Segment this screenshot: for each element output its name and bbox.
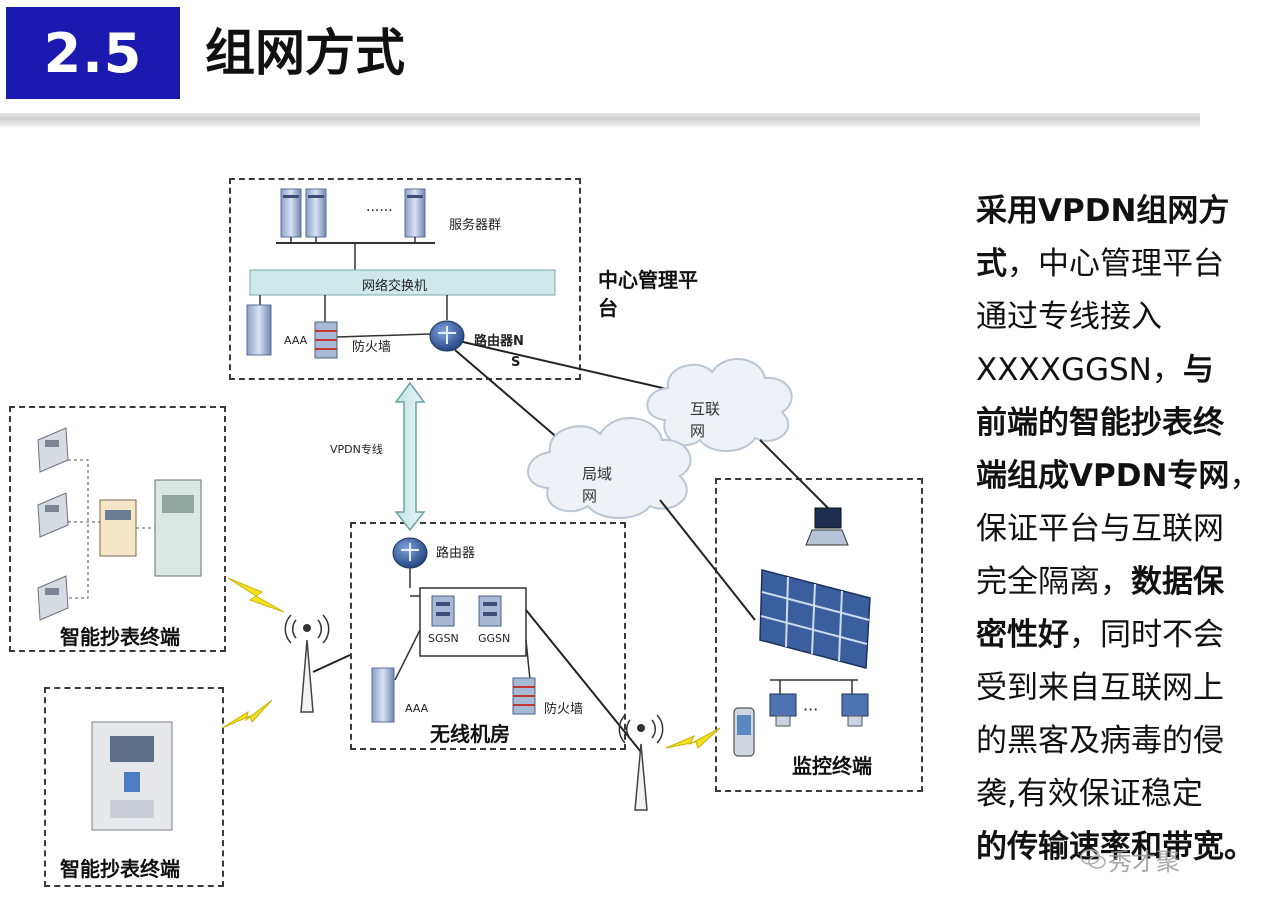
sgsn-label: SGSN [428,632,459,645]
section-number: 2.5 [43,21,143,85]
room-router-icon [392,537,428,569]
monitor-workstation-icon [769,693,869,727]
internet-cloud-icon [646,358,793,452]
center-platform-box [229,178,581,380]
description-line: 端组成VPDN专网， [976,450,1276,503]
description-segment: XXXXGGSN， [976,352,1183,388]
description-segment: 袭,有效保证稳定 [976,776,1203,812]
description-line: XXXXGGSN，与 [976,344,1276,397]
description-segment: 端组成VPDN专网 [976,458,1230,494]
description-segment: 密性好 [976,617,1069,653]
description-segment: 与 [1182,352,1214,388]
router-icon [429,320,465,352]
vpdn-line-arrow [394,381,426,532]
wireless-room-label: 无线机房 [430,722,510,746]
switch-label: 网络交换机 [362,279,428,294]
description-line: 采用VPDN组网方 [976,185,1276,238]
description-segment: 数据保 [1131,564,1224,600]
room-aaa-label: AAA [405,702,429,715]
laptop-icon [805,507,849,546]
server-icon [280,188,426,238]
smart-terminal-box-2 [44,687,224,887]
aaa-server-icon [246,304,272,356]
monitor-ellipsis: ··· [803,700,819,719]
description-segment: ，同时不会 [1069,617,1224,653]
smart-terminal-label-2: 智能抄表终端 [60,857,180,881]
network-diagram: ······ 服务器群 网络交换机 AAA 防火墙 路由器N S 中心管理平 台… [9,178,923,887]
description-line: 式，中心管理平台 [976,238,1276,291]
lan-cloud-icon [527,417,692,519]
room-firewall-label: 防火墙 [544,702,584,717]
concentrator-meter-icon [154,479,202,577]
router-ns-label-1: 路由器N [474,334,524,349]
page-title: 组网方式 [205,24,405,82]
router-ns-label-2: S [511,355,521,370]
center-platform-label: 中心管理平 台 [598,268,698,320]
description-segment: 受到来自互联网上 [976,670,1224,706]
description-segment: 通过专线接入 [976,299,1162,335]
smart-terminal-label-1: 智能抄表终端 [60,625,180,649]
description-line: 的黑客及病毒的侵 [976,715,1276,768]
antenna-tower-icon [284,614,330,713]
server-ellipsis: ······ [366,203,393,219]
description-line: 完全隔离，数据保 [976,556,1276,609]
description-segment: 的传输速率和带宽。 [976,829,1255,865]
ggsn-icon [478,595,502,627]
single-phase-meter-icon [99,499,137,557]
description-segment: ，中心管理平台 [1007,246,1224,282]
description-line: 袭,有效保证稳定 [976,768,1276,821]
internet-label: 互联 网 [690,400,721,440]
description-segment: 式 [976,246,1007,282]
description-line: 通过专线接入 [976,291,1276,344]
description-segment: 保证平台与互联网 [976,511,1224,547]
room-firewall-icon [512,677,536,715]
sgsn-icon [431,595,455,627]
firewall-icon [314,321,338,359]
diagram-graphics [37,188,871,831]
room-router-label: 路由器 [436,546,476,561]
monitor-terminal-label: 监控终端 [792,754,872,778]
wireless-signal-bolt-icon [221,577,721,749]
gas-meter-icon [91,721,173,831]
description-line: 保证平台与互联网 [976,503,1276,556]
vpdn-line-label: VPDN专线 [330,443,383,456]
section-number-badge: 2.5 [6,7,180,99]
aaa-label: AAA [284,334,308,347]
video-wall-icon [759,569,871,669]
electric-meter-icon [37,427,69,621]
header-divider [0,113,1200,127]
wechat-icon [1080,849,1106,869]
firewall-label: 防火墙 [352,340,392,355]
mobile-phone-icon [733,707,755,757]
description-line: 密性好，同时不会 [976,609,1276,662]
description-line: 前端的智能抄表终 [976,397,1276,450]
description-segment: 前端的智能抄表终 [976,405,1224,441]
monitor-terminal-box [715,478,923,792]
ggsn-label: GGSN [478,632,511,645]
description-line: 的传输速率和带宽。 [976,821,1276,874]
smart-terminal-box-1 [9,406,226,652]
description-segment: 的黑客及病毒的侵 [976,723,1224,759]
watermark: 秀才聚 [1108,848,1180,876]
wireless-room-box [350,522,626,750]
server-group-label: 服务器群 [449,218,502,233]
network-switch-icon [249,269,556,296]
room-aaa-server-icon [371,667,395,723]
description-line: 受到来自互联网上 [976,662,1276,715]
lan-label: 局域 网 [582,465,613,505]
description-segment: 采用VPDN组网方 [976,193,1230,229]
description-segment: ， [1229,458,1261,494]
description-segment: 完全隔离， [976,564,1131,600]
antenna-tower-icon-2 [618,714,664,811]
